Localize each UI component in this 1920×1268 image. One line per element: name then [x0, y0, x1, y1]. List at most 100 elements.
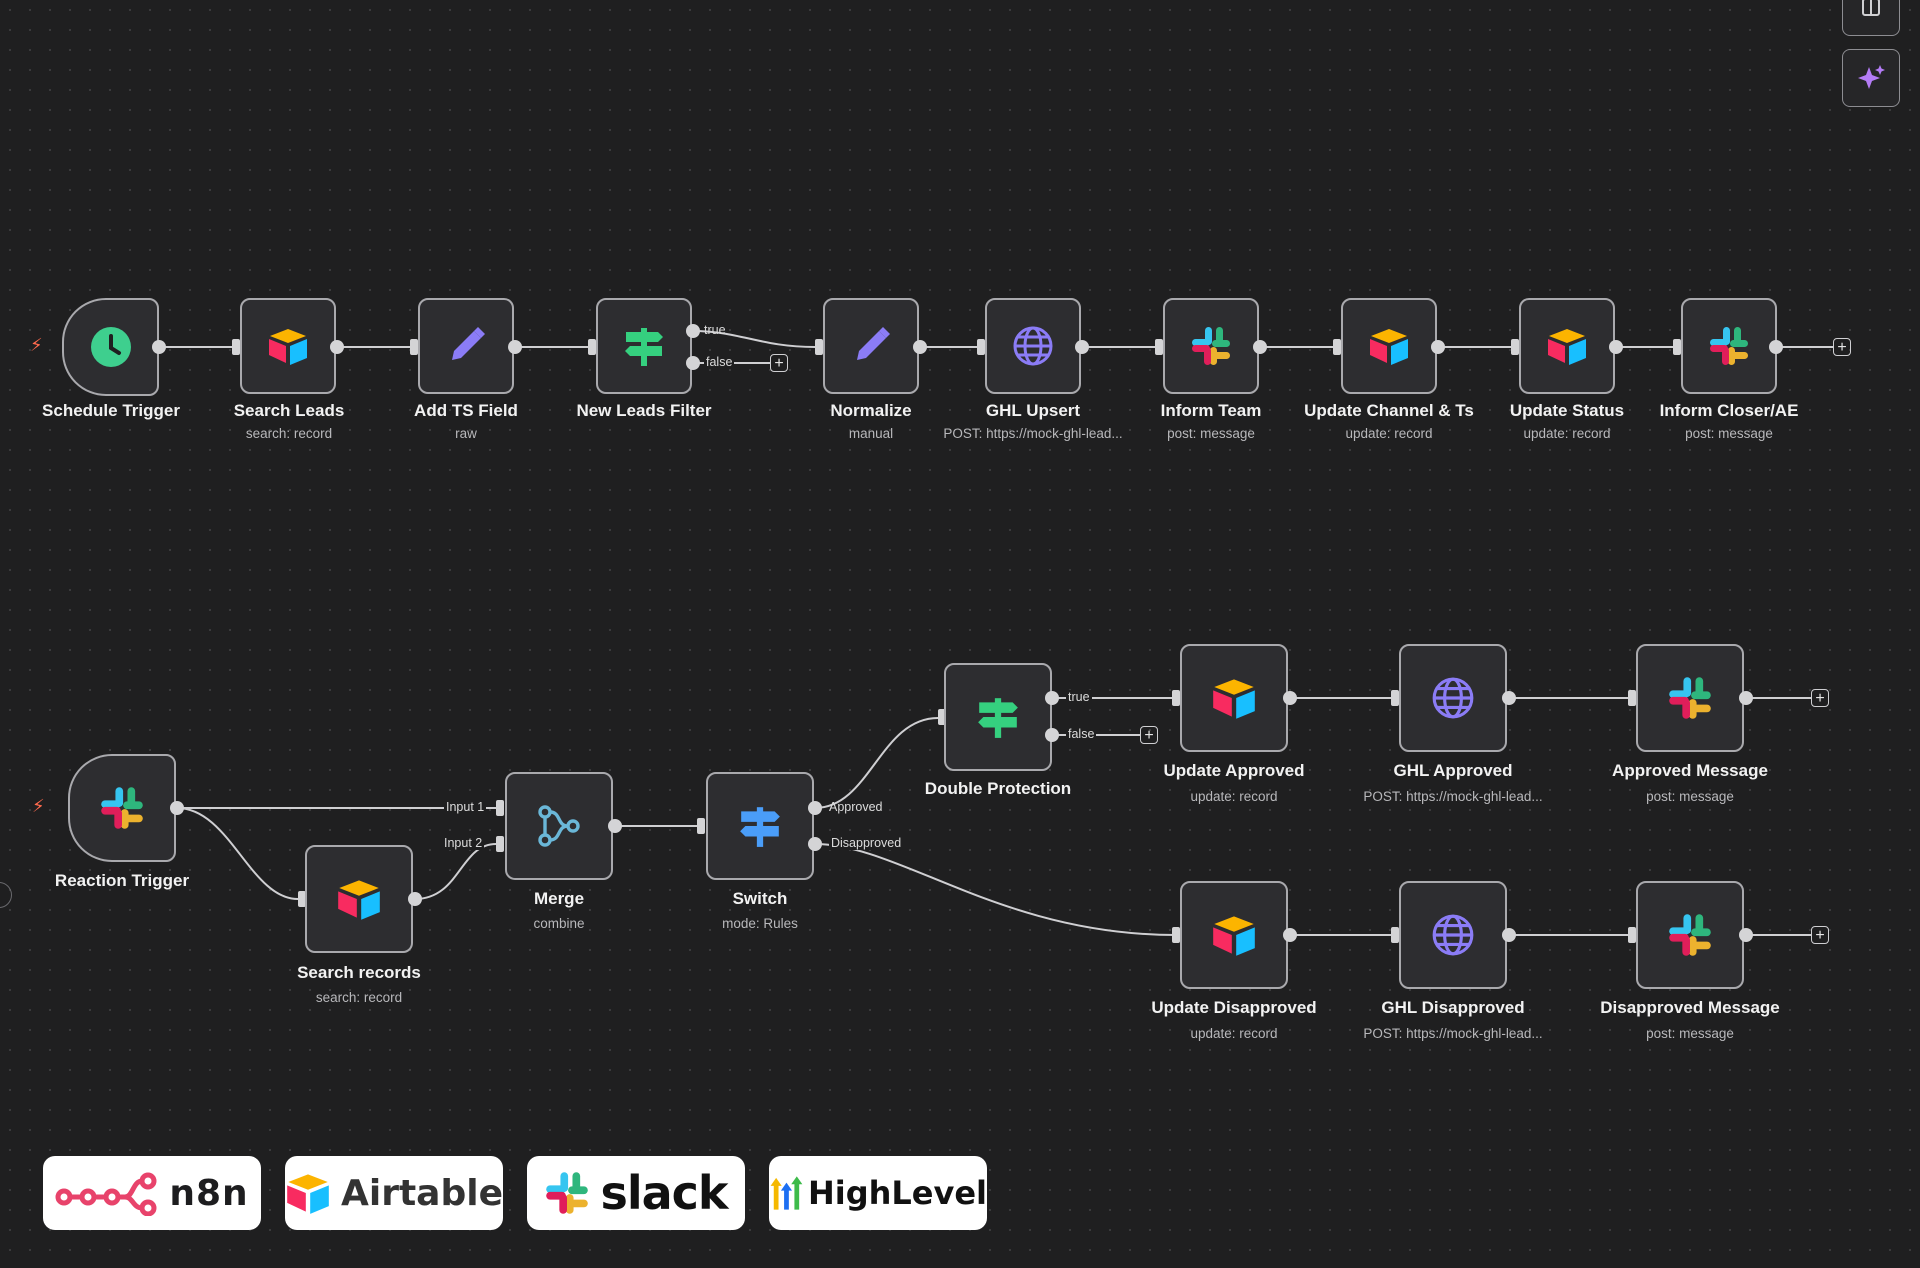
- input-port[interactable]: [1511, 339, 1519, 355]
- node-schedule-trigger[interactable]: [62, 298, 159, 396]
- input-port[interactable]: [1628, 927, 1636, 943]
- output-port-true[interactable]: [1045, 691, 1059, 705]
- output-port-false[interactable]: [686, 356, 700, 370]
- input-port[interactable]: [1628, 690, 1636, 706]
- node-merge[interactable]: [505, 772, 613, 880]
- output-port[interactable]: [608, 819, 622, 833]
- node-approved-message[interactable]: [1636, 644, 1744, 752]
- output-port[interactable]: [1769, 340, 1783, 354]
- logo-badge-n8n: n8n: [43, 1156, 261, 1230]
- output-port[interactable]: [1502, 928, 1516, 942]
- node-label: Search records: [297, 963, 421, 982]
- node-update-channel-ts[interactable]: [1341, 298, 1437, 394]
- node-label: Normalize: [830, 401, 912, 420]
- input-port[interactable]: [815, 339, 823, 355]
- output-port-true[interactable]: [686, 324, 700, 338]
- output-port-false[interactable]: [1045, 728, 1059, 742]
- node-subtitle: update: record: [1345, 426, 1433, 441]
- node-subtitle: search: record: [315, 990, 403, 1005]
- node-inform-team[interactable]: [1163, 298, 1259, 394]
- output-port[interactable]: [330, 340, 344, 354]
- node-label: Update Status: [1509, 401, 1625, 420]
- input-port-2[interactable]: [496, 836, 504, 852]
- node-update-approved[interactable]: [1180, 644, 1288, 752]
- node-new-leads-filter[interactable]: [596, 298, 692, 394]
- add-node-button[interactable]: +: [770, 354, 788, 372]
- panel-toggle-button[interactable]: [1842, 0, 1900, 36]
- output-port[interactable]: [408, 892, 422, 906]
- output-port[interactable]: [1739, 928, 1753, 942]
- edge-label-approved: Approved: [829, 800, 883, 814]
- node-ghl-upsert[interactable]: [985, 298, 1081, 394]
- input-port[interactable]: [697, 818, 705, 834]
- input-port[interactable]: [1391, 927, 1399, 943]
- output-port-approved[interactable]: [808, 801, 822, 815]
- node-label: Disapproved Message: [1600, 998, 1780, 1017]
- node-label: Inform Closer/AE: [1659, 401, 1799, 420]
- input-port[interactable]: [1172, 927, 1180, 943]
- node-subtitle: post: message: [1646, 1026, 1734, 1041]
- logo-text: n8n: [169, 1172, 249, 1214]
- input-port[interactable]: [938, 709, 946, 725]
- input-port[interactable]: [232, 339, 240, 355]
- output-port[interactable]: [1609, 340, 1623, 354]
- node-add-ts-field[interactable]: [418, 298, 514, 394]
- add-node-button[interactable]: +: [1811, 689, 1829, 707]
- edge-label-true: true: [704, 323, 726, 337]
- input-port-1[interactable]: [496, 800, 504, 816]
- node-search-leads[interactable]: [240, 298, 336, 394]
- airtable-icon: [1548, 329, 1586, 365]
- node-label: GHL Approved: [1393, 761, 1513, 780]
- input-port[interactable]: [588, 339, 596, 355]
- node-ghl-disapproved[interactable]: [1399, 881, 1507, 989]
- node-inform-closer-ae[interactable]: [1681, 298, 1777, 394]
- add-node-button[interactable]: +: [1811, 926, 1829, 944]
- node-subtitle: POST: https://mock-ghl-lead...: [1363, 789, 1543, 804]
- node-normalize[interactable]: [823, 298, 919, 394]
- trigger-bolt-icon: ⚡︎: [32, 796, 45, 816]
- add-node-button[interactable]: +: [1140, 726, 1158, 744]
- output-port[interactable]: [1075, 340, 1089, 354]
- output-port[interactable]: [1739, 691, 1753, 705]
- node-reaction-trigger[interactable]: [68, 754, 176, 862]
- node-search-records[interactable]: [305, 845, 413, 953]
- input-port[interactable]: [977, 339, 985, 355]
- input-port[interactable]: [1155, 339, 1163, 355]
- input-port[interactable]: [1391, 690, 1399, 706]
- node-switch[interactable]: [706, 772, 814, 880]
- node-label: Switch: [732, 889, 788, 908]
- sparkle-icon: [1858, 65, 1885, 89]
- input-port[interactable]: [1673, 339, 1681, 355]
- signpost-icon: [978, 698, 1018, 738]
- input-port[interactable]: [298, 891, 306, 907]
- output-port[interactable]: [170, 801, 184, 815]
- output-port[interactable]: [913, 340, 927, 354]
- edge-label-false: false: [1066, 727, 1097, 741]
- node-disapproved-message[interactable]: [1636, 881, 1744, 989]
- output-port[interactable]: [1283, 928, 1297, 942]
- output-port[interactable]: [152, 340, 166, 354]
- output-port[interactable]: [1431, 340, 1445, 354]
- output-port-disapproved[interactable]: [808, 837, 822, 851]
- node-subtitle: search: record: [245, 426, 333, 441]
- node-update-status[interactable]: [1519, 298, 1615, 394]
- add-node-button[interactable]: +: [1833, 338, 1851, 356]
- airtable-icon: [338, 880, 380, 920]
- output-port[interactable]: [1253, 340, 1267, 354]
- input-port[interactable]: [1333, 339, 1341, 355]
- node-label: Update Approved: [1163, 761, 1305, 780]
- node-ghl-approved[interactable]: [1399, 644, 1507, 752]
- ai-assistant-button[interactable]: [1842, 49, 1900, 107]
- input-port[interactable]: [1172, 690, 1180, 706]
- node-subtitle: post: message: [1685, 426, 1773, 441]
- edge-label-input2: Input 2: [442, 836, 485, 850]
- node-double-protection[interactable]: [944, 663, 1052, 771]
- node-subtitle: update: record: [1190, 789, 1278, 804]
- node-update-disapproved[interactable]: [1180, 881, 1288, 989]
- output-port[interactable]: [508, 340, 522, 354]
- output-port[interactable]: [1502, 691, 1516, 705]
- input-port[interactable]: [410, 339, 418, 355]
- node-label: Inform Team: [1160, 401, 1262, 420]
- output-port[interactable]: [1283, 691, 1297, 705]
